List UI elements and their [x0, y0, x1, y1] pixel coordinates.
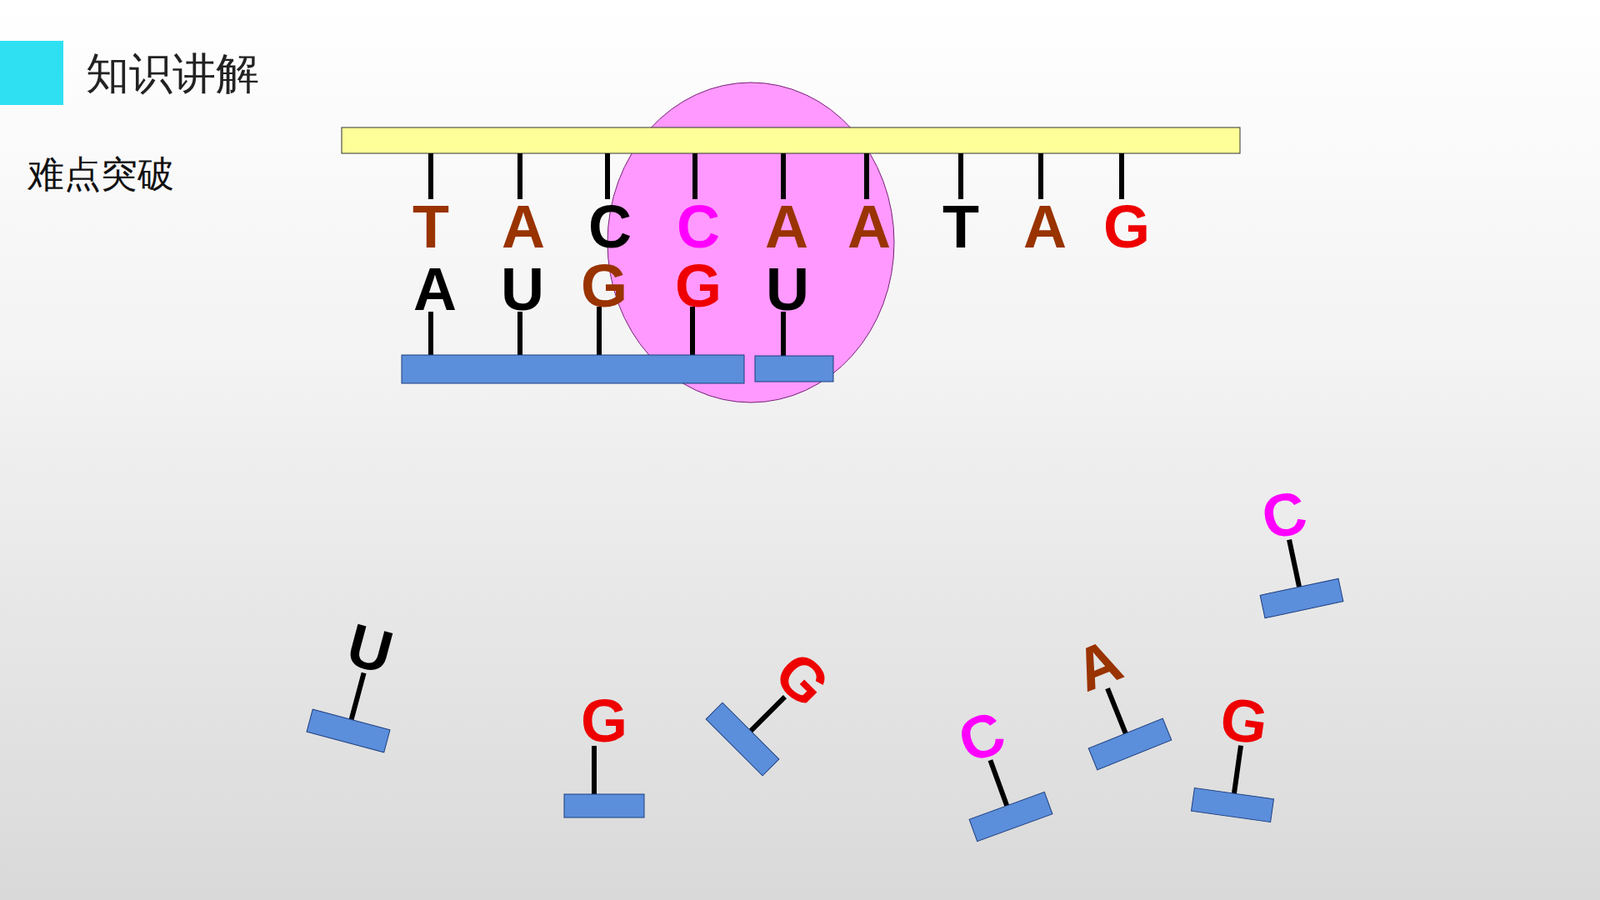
free-base-letter: C	[1256, 481, 1312, 550]
template-base-letter: C	[676, 196, 720, 257]
template-base-letter: A	[847, 196, 891, 257]
slide-title: 知识讲解	[85, 51, 260, 95]
paired-base-letter: U	[500, 259, 545, 320]
free-base-letter: G	[580, 690, 628, 751]
free-nucleotide	[564, 745, 645, 818]
template-base-letter: T	[412, 196, 450, 257]
incoming-nucleotide-backbone	[755, 355, 834, 382]
free-base-letter: C	[950, 700, 1012, 772]
free-nucleotide	[306, 662, 403, 753]
paired-base-letter: U	[765, 259, 810, 320]
free-base-letter: A	[1066, 629, 1130, 701]
template-base-letter: C	[588, 196, 632, 257]
free-nucleotide	[1250, 531, 1344, 619]
template-base-sticks	[430, 153, 1122, 200]
template-base-letter: A	[1023, 196, 1067, 257]
template-base-letter: A	[765, 196, 809, 257]
template-base-letter: A	[501, 196, 545, 257]
paired-base-letter: G	[580, 255, 628, 316]
paired-base-letter: A	[413, 259, 457, 320]
paired-base-letter: G	[675, 255, 722, 316]
title-marker	[0, 40, 64, 105]
free-base-letter: U	[341, 614, 400, 684]
free-nucleotide	[1191, 740, 1281, 823]
free-base-letter: G	[765, 641, 841, 718]
template-base-letter: T	[942, 196, 980, 257]
template-base-letter: G	[1103, 196, 1150, 257]
template-strand	[341, 127, 1240, 154]
free-nucleotides	[306, 531, 1344, 842]
subheading: 难点突破	[27, 155, 175, 193]
free-base-letter: G	[1216, 687, 1271, 754]
new-strand-backbone	[401, 355, 745, 384]
